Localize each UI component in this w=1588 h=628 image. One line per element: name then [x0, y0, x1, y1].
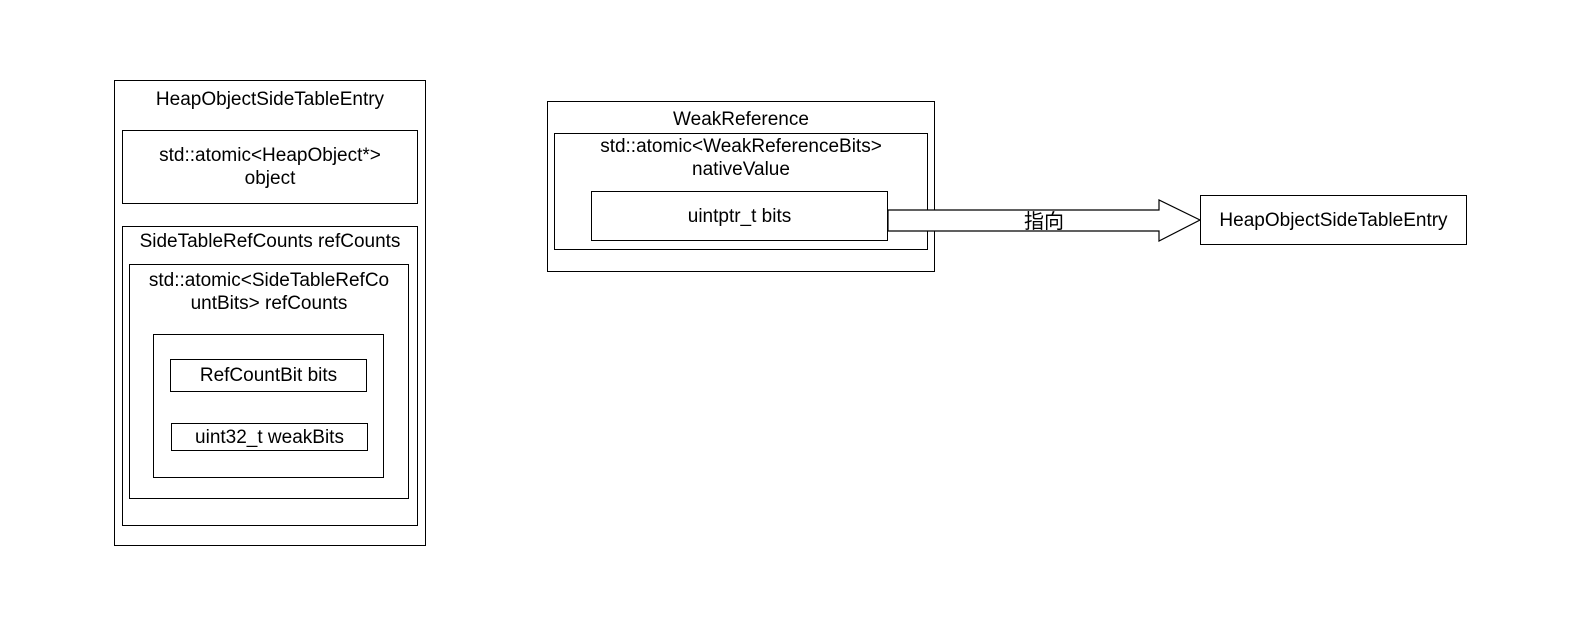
- refcount-bit-field: RefCountBit bits: [170, 359, 367, 392]
- weak-bits-label: uint32_t weakBits: [195, 426, 344, 448]
- target-label: HeapObjectSideTableEntry: [1219, 209, 1448, 231]
- target-heap-object-side-table-entry: HeapObjectSideTableEntry: [1200, 195, 1467, 245]
- uintptr-bits-field: uintptr_t bits: [591, 191, 888, 241]
- weak-reference-title: WeakReference: [673, 109, 809, 130]
- uintptr-bits-label: uintptr_t bits: [687, 205, 792, 227]
- refcounts-field-title: SideTableRefCounts refCounts: [139, 231, 401, 252]
- refcount-bits-container: [153, 334, 384, 478]
- refcount-bit-label: RefCountBit bits: [199, 365, 338, 386]
- pointer-arrow-shape: [887, 199, 1202, 242]
- arrow-label: 指向: [1024, 209, 1064, 233]
- object-field-label: std::atomic<HeapObject*> object: [159, 145, 381, 189]
- atomic-refcounts-title: std::atomic<SideTableRefCo untBits> refC…: [148, 270, 390, 314]
- weak-bits-field: uint32_t weakBits: [171, 423, 368, 451]
- struct-title: HeapObjectSideTableEntry: [155, 89, 385, 110]
- object-field: std::atomic<HeapObject*> object: [122, 130, 418, 204]
- native-value-title: std::atomic<WeakReferenceBits> nativeVal…: [600, 136, 882, 180]
